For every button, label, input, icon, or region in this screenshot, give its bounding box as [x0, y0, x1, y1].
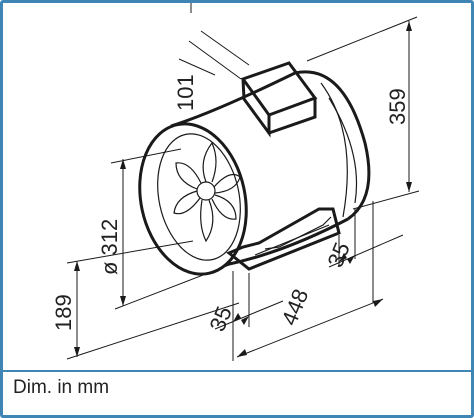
- front-ring: [138, 122, 248, 276]
- terminal-box-front: [268, 98, 317, 135]
- dim-height: [306, 16, 420, 210]
- dim-axis-height: [66, 240, 240, 360]
- dim-diameter: [110, 148, 230, 310]
- housing-rear-edge: [294, 70, 371, 221]
- terminal-box-left: [241, 78, 271, 138]
- dim-label-foot-front: 35: [204, 303, 236, 335]
- impeller: [173, 141, 241, 243]
- dim-foot-rear: [328, 209, 404, 268]
- dim-foot-front: [214, 273, 284, 330]
- dim-label-axis-height: 189: [51, 294, 76, 331]
- impeller-hub: [196, 181, 216, 201]
- terminal-box: [240, 61, 318, 138]
- dim-label-terminal: 101: [173, 74, 198, 111]
- blade: [173, 190, 201, 215]
- foot-outline: [226, 207, 341, 271]
- foot-slot-2: [264, 216, 332, 250]
- blade: [213, 174, 241, 194]
- dim-width: [232, 201, 384, 361]
- housing-seam-2: [328, 97, 358, 204]
- front-ring-inner: [157, 133, 241, 261]
- dim-terminal: [178, 3, 250, 80]
- dim-label-width: 448: [276, 285, 313, 328]
- dim-label-foot-rear: 35: [322, 239, 354, 271]
- blade: [200, 199, 214, 243]
- caption-divider: [3, 370, 471, 372]
- blade: [175, 162, 202, 190]
- blade: [202, 141, 217, 183]
- units-caption: Dim. in mm: [13, 377, 110, 398]
- dim-label-height: 359: [385, 88, 410, 125]
- mounting-foot: [226, 207, 341, 271]
- housing-seam: [320, 82, 348, 218]
- dim-label-diameter: ø 312: [97, 219, 122, 275]
- fan-technical-drawing: 101 359 ø 312 189 35 35 448: [51, 3, 420, 361]
- blade: [211, 194, 237, 220]
- front-ring-outer: [138, 122, 248, 276]
